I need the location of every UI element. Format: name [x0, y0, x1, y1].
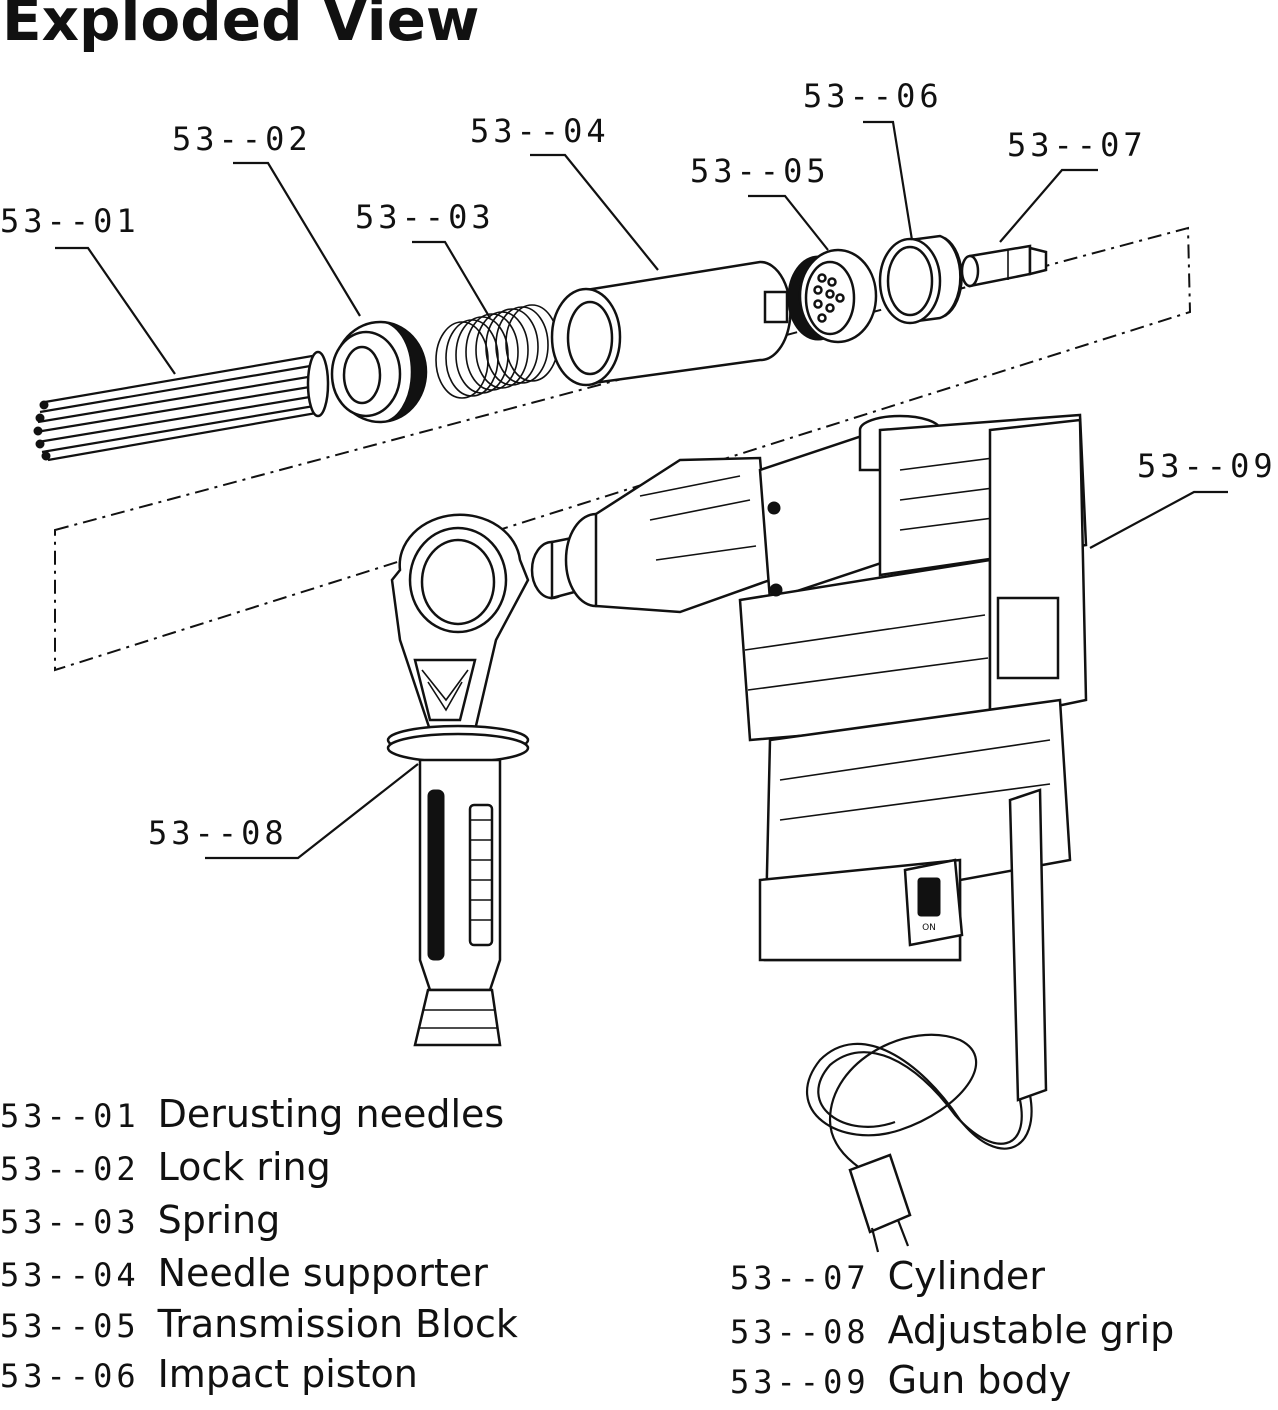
switch-label: ON	[922, 923, 936, 933]
power-cord	[806, 1033, 1033, 1253]
callout-53-03: 53--03	[355, 198, 495, 236]
legend-code: 53--08	[730, 1313, 870, 1351]
legend-item: 53--02 Lock ring	[0, 1145, 331, 1197]
legend-name: Lock ring	[157, 1145, 331, 1189]
legend-item: 53--08 Adjustable grip	[730, 1308, 1174, 1360]
needle-supporter-part	[550, 260, 792, 387]
legend-name: Spring	[157, 1198, 281, 1242]
legend-code: 53--03	[0, 1203, 140, 1241]
callout-53-05: 53--05	[690, 152, 830, 190]
gun-body-part: ON	[530, 413, 1088, 1102]
legend-code: 53--05	[0, 1307, 140, 1345]
callout-53-08: 53--08	[148, 814, 288, 852]
transmission-block-part	[787, 248, 878, 344]
spring-part	[435, 304, 559, 399]
callout-53-02: 53--02	[172, 120, 312, 158]
assembly-plane-outline	[54, 226, 1192, 672]
legend-name: Cylinder	[887, 1254, 1045, 1298]
legend-code: 53--06	[0, 1357, 140, 1395]
cylinder-part	[960, 244, 1048, 288]
legend-code: 53--01	[0, 1097, 140, 1135]
legend-item: 53--09 Gun body	[730, 1358, 1071, 1410]
leader-lines	[55, 120, 1228, 860]
legend-code: 53--09	[730, 1363, 870, 1401]
legend-item: 53--03 Spring	[0, 1198, 280, 1250]
legend-name: Adjustable grip	[887, 1308, 1175, 1352]
impact-piston-part	[878, 234, 963, 325]
legend-name: Needle supporter	[157, 1251, 488, 1295]
legend-code: 53--04	[0, 1256, 140, 1294]
legend-item: 53--01 Derusting needles	[0, 1092, 504, 1144]
derusting-needles-part	[33, 350, 330, 462]
legend-code: 53--07	[730, 1259, 870, 1297]
legend-item: 53--05 Transmission Block	[0, 1302, 518, 1354]
legend-name: Gun body	[887, 1358, 1072, 1402]
callout-53-04: 53--04	[470, 112, 610, 150]
page-title: Exploded View	[2, 0, 480, 54]
legend-item: 53--06 Impact piston	[0, 1352, 418, 1404]
callout-53-09: 53--09	[1137, 447, 1277, 485]
legend-item: 53--07 Cylinder	[730, 1254, 1045, 1306]
legend-code: 53--02	[0, 1150, 140, 1188]
callout-53-07: 53--07	[1007, 126, 1147, 164]
legend-name: Derusting needles	[157, 1092, 505, 1136]
legend-name: Impact piston	[157, 1352, 418, 1396]
callout-53-06: 53--06	[803, 77, 943, 115]
adjustable-grip-part	[386, 513, 530, 1047]
legend-item: 53--04 Needle supporter	[0, 1251, 488, 1303]
legend-name: Transmission Block	[157, 1302, 518, 1346]
callout-53-01: 53--01	[0, 202, 140, 240]
lock-ring-part	[330, 320, 428, 424]
